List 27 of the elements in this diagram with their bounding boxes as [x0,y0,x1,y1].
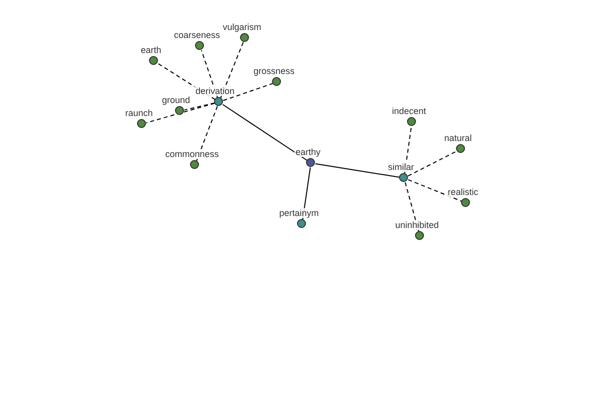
dashed-line [408,150,458,176]
node-label: realistic [446,187,480,197]
node-label: vulgarism [222,22,262,32]
node-label: earth [140,45,162,55]
connector-line [222,104,308,162]
dashed-line [222,82,274,102]
node-label: similar [387,162,415,172]
node-label: natural [443,133,473,143]
connector-line [314,163,400,178]
dashed-line [408,179,462,202]
dashed-line [196,106,218,162]
dashed-line [220,42,244,98]
node-label: derivation [194,86,236,96]
dashed-line [404,182,420,232]
dashed-line [146,102,216,124]
node-label: raunch [124,108,154,118]
dashed-line [184,102,216,110]
node-label: indecent [390,106,428,116]
node-label: grossness [252,66,296,76]
node-label: uninhibited [394,220,440,230]
dashed-line [404,126,412,174]
dashed-line [200,50,218,98]
node-label: coarseness [172,30,222,40]
node-label: pertainym [278,208,320,218]
node-label: earthy [294,147,322,157]
node-label: commonness [164,149,220,159]
node-label: ground [160,95,192,105]
